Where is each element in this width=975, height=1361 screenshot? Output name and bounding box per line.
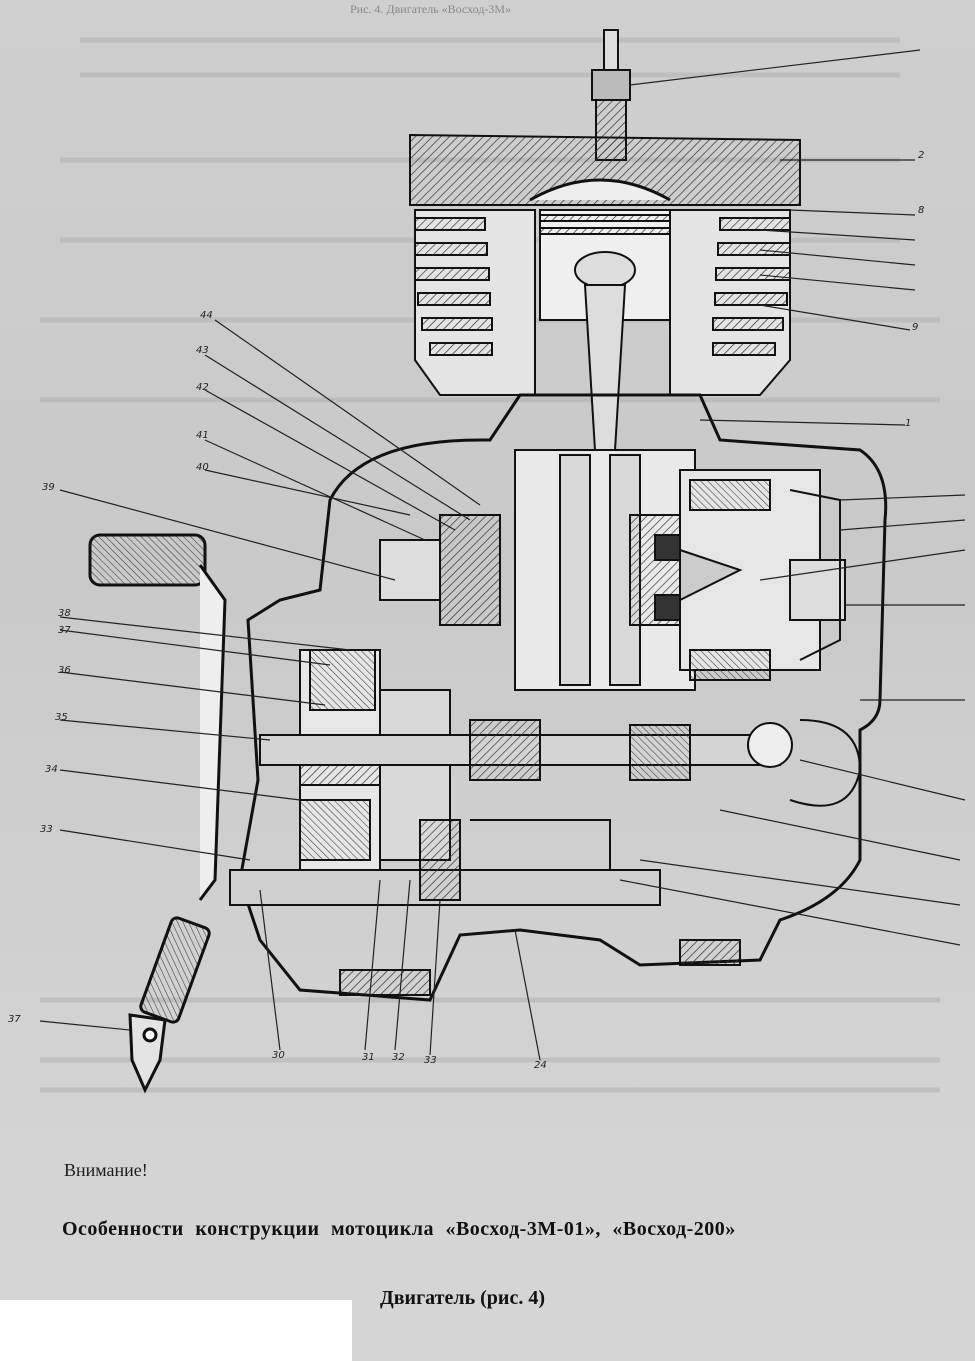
callout-label: 37 — [58, 625, 71, 636]
callout-label: 33 — [40, 824, 53, 835]
callout-label: 8 — [918, 205, 925, 216]
callout-label: 33 — [424, 1055, 437, 1066]
notice-text: Внимание! — [64, 1160, 148, 1180]
generator — [679, 469, 846, 681]
callout-label: 24 — [534, 1060, 547, 1071]
callout-label: 30 — [272, 1050, 285, 1061]
cylinder-head — [409, 133, 801, 206]
kickstart-lever — [88, 533, 227, 1094]
callout-label: 1 — [905, 418, 912, 429]
callout-label: 34 — [45, 764, 58, 775]
callout-label: 39 — [42, 482, 55, 493]
callout-label: 41 — [196, 430, 209, 441]
callout-label: 40 — [196, 462, 209, 473]
leader-lines — [39, 49, 966, 1061]
connecting-rod — [514, 284, 696, 691]
gearbox — [229, 719, 862, 906]
callout-label: 36 — [58, 665, 71, 676]
callout-label: 37 — [8, 1014, 21, 1025]
section-heading: Особенности конструкции мотоцикла «Восхо… — [62, 1218, 736, 1240]
header-fragment: Рис. 4. Двигатель «Восход-3М» — [350, 2, 512, 16]
callout-label: 9 — [912, 322, 919, 333]
crankcase — [238, 393, 888, 1002]
section-subheading: Двигатель (рис. 4) — [380, 1287, 545, 1309]
callout-label: 44 — [200, 310, 213, 321]
cylinder-fins — [414, 209, 791, 396]
callout-label: 35 — [55, 712, 68, 723]
callout-label: 31 — [362, 1052, 375, 1063]
engine-diagram — [39, 29, 966, 1094]
callout-label: 43 — [196, 345, 209, 356]
callout-label: 2 — [918, 150, 925, 161]
callout-label: 32 — [392, 1052, 405, 1063]
callout-label: 42 — [196, 382, 209, 393]
callout-label: 38 — [58, 608, 71, 619]
spark-plug — [591, 29, 631, 161]
oil-pan — [339, 939, 741, 996]
blank-paper-patch — [0, 1300, 352, 1361]
